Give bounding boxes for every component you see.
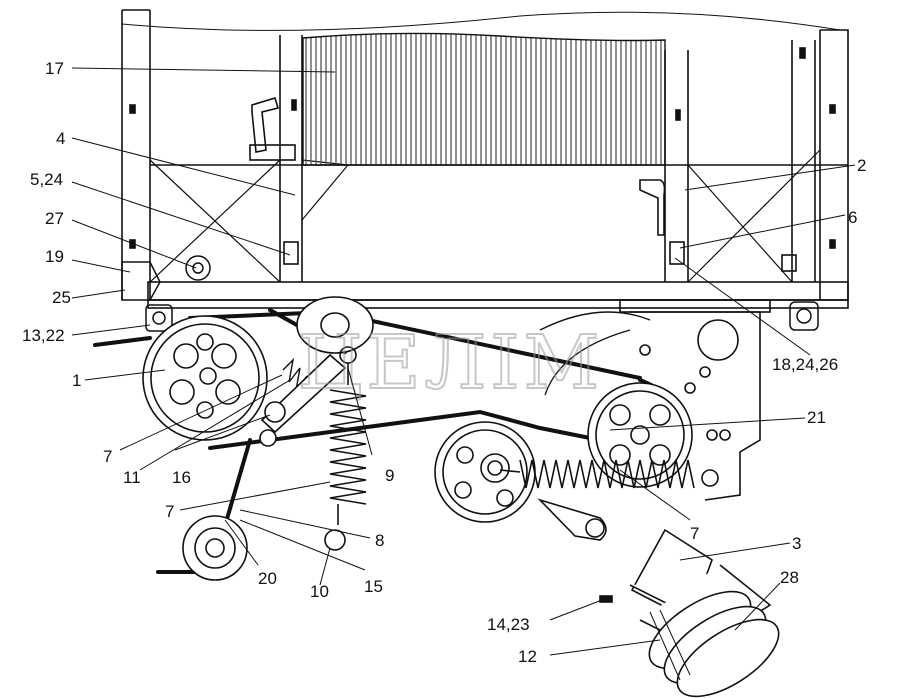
label-14-23: 14,23 (487, 615, 530, 634)
label-13-22: 13,22 (22, 326, 65, 345)
idler-top (296, 296, 374, 354)
bracket-left (121, 255, 211, 301)
label-12: 12 (518, 647, 537, 666)
gearbox-plate (539, 311, 761, 501)
watermark: ЦЕЛІМ (298, 320, 603, 406)
labels: 17 4 5,24 27 19 25 13,22 1 7 11 16 7 20 … (22, 59, 866, 666)
roller-left (145, 304, 173, 332)
label-20: 20 (258, 569, 277, 588)
label-17: 17 (45, 59, 64, 78)
air-intake (599, 528, 780, 698)
label-25: 25 (52, 288, 71, 307)
label-7-c: 7 (690, 524, 699, 543)
label-9: 9 (385, 466, 394, 485)
label-27: 27 (45, 209, 64, 228)
pulley-1 (142, 315, 268, 441)
pulley-21 (587, 382, 693, 488)
spring-horizontal (499, 459, 695, 489)
label-7-a: 7 (103, 447, 112, 466)
leader-lines (71, 67, 856, 656)
label-16: 16 (172, 468, 191, 487)
label-15: 15 (364, 577, 383, 596)
label-21: 21 (807, 408, 826, 427)
label-28: 28 (780, 568, 799, 587)
label-3: 3 (792, 534, 801, 553)
label-6: 6 (848, 208, 857, 227)
label-11: 11 (123, 468, 141, 487)
label-8: 8 (375, 531, 384, 550)
label-4: 4 (56, 129, 65, 148)
label-2: 2 (857, 156, 866, 175)
label-5-24: 5,24 (30, 170, 63, 189)
label-19: 19 (45, 247, 64, 266)
tensioner-arms (259, 353, 607, 541)
label-1: 1 (72, 371, 81, 390)
roller-right (789, 301, 819, 331)
label-10: 10 (310, 582, 329, 601)
label-7-b: 7 (165, 502, 174, 521)
label-18-24-26: 18,24,26 (772, 355, 838, 374)
radiator-core (302, 32, 666, 166)
pulley-20 (182, 515, 248, 581)
